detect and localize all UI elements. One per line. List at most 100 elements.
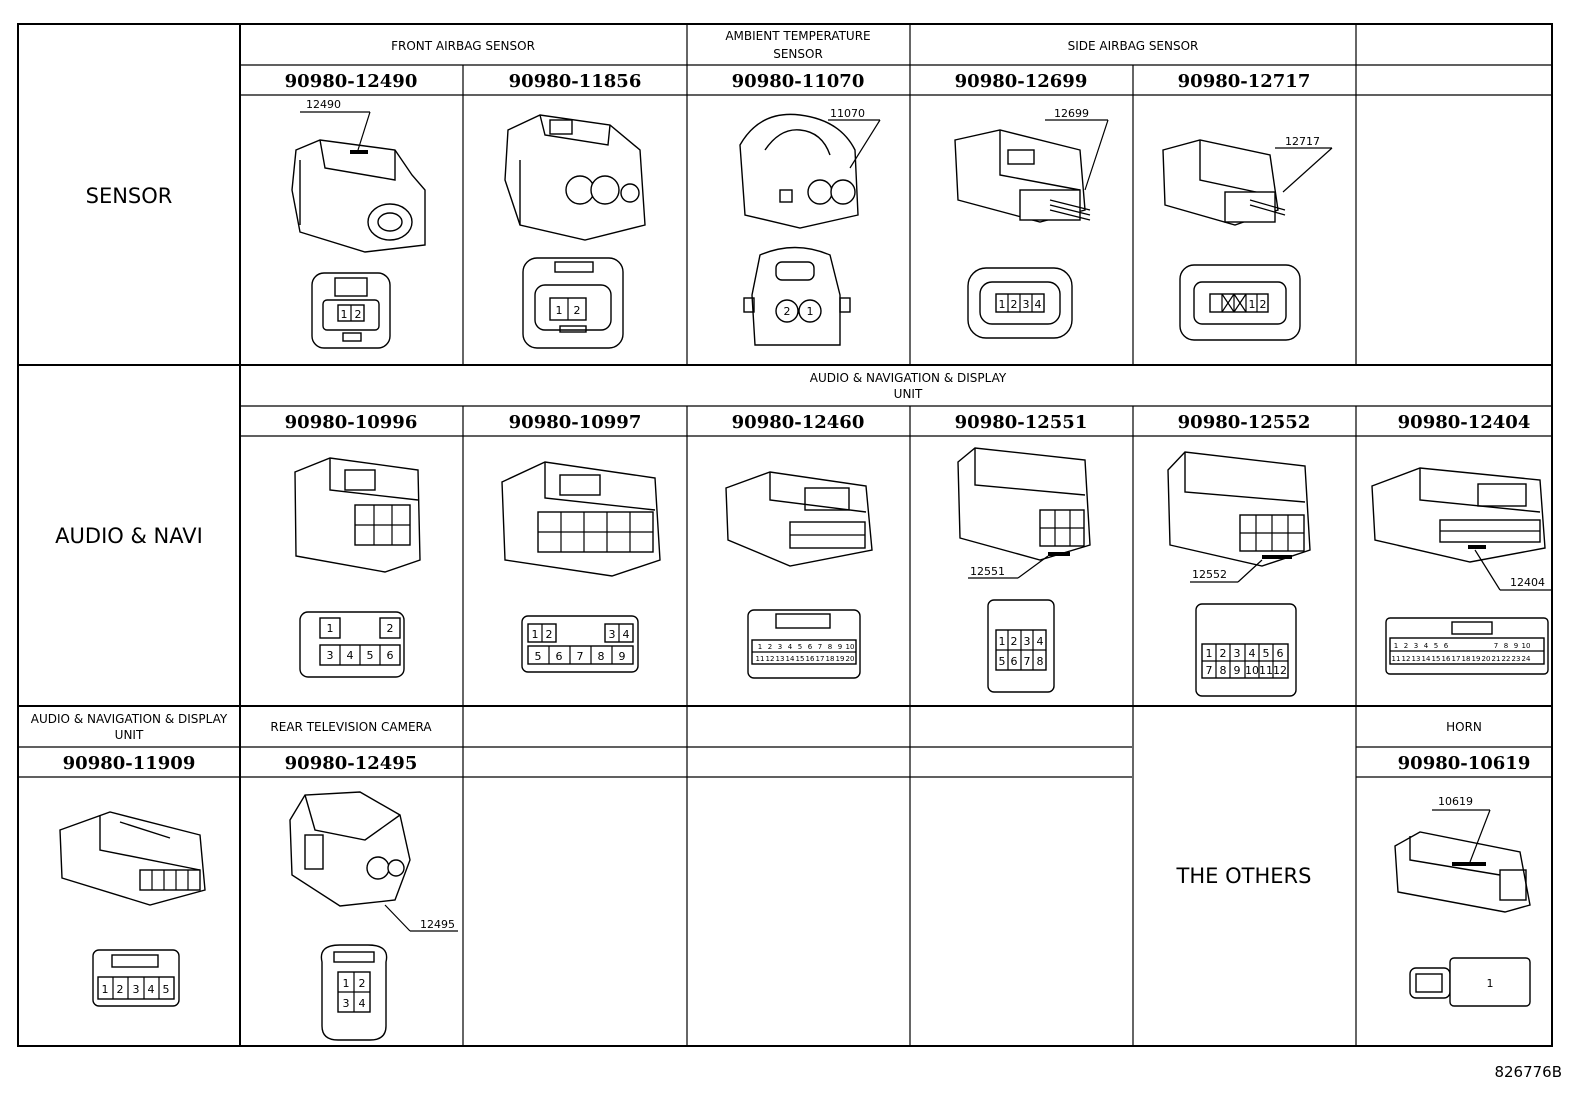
pin-label: 9 xyxy=(838,643,842,651)
part-number: 90980-12404 xyxy=(1398,412,1531,433)
pin-label: 9 xyxy=(1234,664,1241,677)
pin-label: 20 xyxy=(846,655,855,663)
connector-drawing: 12404 1 2 3 4 5 6 7 8 9 10 11 12 13 14 1… xyxy=(1371,467,1552,675)
pin-label: 2 xyxy=(574,304,581,317)
table-grid xyxy=(17,23,1553,1047)
pin-label: 4 xyxy=(1037,635,1044,648)
group-audio-nav-r3-line2: UNIT xyxy=(115,728,144,742)
connector-drawing: 12717 1 2 xyxy=(1162,135,1333,341)
pin-label: 2 xyxy=(546,628,553,641)
pin-label: 24 xyxy=(1522,655,1531,663)
pin-label: 7 xyxy=(1024,655,1031,668)
pin-label: 1 xyxy=(102,983,109,996)
pin-label: 3 xyxy=(1414,642,1418,650)
pin-label: 12 xyxy=(1402,655,1411,663)
group-audio-nav-r3-line1: AUDIO & NAVIGATION & DISPLAY xyxy=(31,712,228,726)
pin-label: 1 xyxy=(1487,977,1494,990)
pin-label: 2 xyxy=(355,308,362,321)
group-audio-nav-line1: AUDIO & NAVIGATION & DISPLAY xyxy=(810,371,1007,385)
pin-label: 15 xyxy=(796,655,805,663)
connector-drawing: 12495 1 2 3 4 xyxy=(289,791,458,1041)
pin-label: 13 xyxy=(776,655,785,663)
pin-label: 1 xyxy=(343,977,350,990)
pin-label: 4 xyxy=(788,643,793,651)
the-others-label: THE OTHERS xyxy=(1176,864,1312,888)
callout-label: 12404 xyxy=(1510,576,1545,589)
group-horn: HORN xyxy=(1446,720,1482,734)
pin-label: 2 xyxy=(784,305,791,318)
part-number: 90980-10997 xyxy=(509,412,642,433)
pin-label: 6 xyxy=(808,643,813,651)
pin-label: 3 xyxy=(1234,647,1241,660)
group-side-airbag-sensor: SIDE AIRBAG SENSOR xyxy=(1068,39,1199,53)
pin-label: 3 xyxy=(1023,298,1030,311)
callout-label: 12699 xyxy=(1054,107,1089,120)
part-number: 90980-12460 xyxy=(732,412,865,433)
pin-label: 16 xyxy=(1442,655,1451,663)
pin-label: 22 xyxy=(1502,655,1511,663)
pin-label: 18 xyxy=(1462,655,1471,663)
group-rear-tv-camera: REAR TELEVISION CAMERA xyxy=(270,720,432,734)
part-number: 90980-12552 xyxy=(1178,412,1311,433)
pin-label: 1 xyxy=(341,308,348,321)
pin-label: 2 xyxy=(1011,635,1018,648)
pin-label: 17 xyxy=(816,655,825,663)
part-number: 90980-12717 xyxy=(1178,71,1311,92)
pin-label: 11 xyxy=(756,655,765,663)
pin-label: 5 xyxy=(798,643,802,651)
pin-label: 10 xyxy=(846,643,855,651)
callout-label: 12552 xyxy=(1192,568,1227,581)
pin-label: 4 xyxy=(347,649,354,662)
pin-label: 12 xyxy=(1273,664,1287,677)
pin-label: 6 xyxy=(556,650,563,663)
part-number: 90980-11070 xyxy=(732,71,865,92)
part-numbers: 90980-12490 90980-11856 90980-11070 9098… xyxy=(63,71,1531,774)
connector-drawing: 1 2 3 4 5 6 xyxy=(294,457,421,678)
callout-label: 10619 xyxy=(1438,795,1473,808)
part-number: 90980-12490 xyxy=(285,71,418,92)
pin-label: 6 xyxy=(1277,647,1284,660)
connector-drawing: 12699 1 2 3 4 xyxy=(954,107,1109,339)
pin-label: 5 xyxy=(999,655,1006,668)
callout-label: 12495 xyxy=(420,918,455,931)
row-label-audio-navi: AUDIO & NAVI xyxy=(55,524,203,548)
pin-label: 9 xyxy=(1514,642,1518,650)
pin-label: 4 xyxy=(148,983,155,996)
pin-label: 17 xyxy=(1452,655,1461,663)
pin-label: 7 xyxy=(1494,642,1498,650)
pin-label: 5 xyxy=(535,650,542,663)
group-front-airbag-sensor: FRONT AIRBAG SENSOR xyxy=(391,39,535,53)
pin-label: 18 xyxy=(826,655,835,663)
pin-label: 2 xyxy=(1404,642,1408,650)
pin-label: 2 xyxy=(117,983,124,996)
pin-label: 19 xyxy=(1472,655,1481,663)
pin-label: 8 xyxy=(1037,655,1044,668)
pin-label: 2 xyxy=(1260,298,1267,311)
callout-label: 12551 xyxy=(970,565,1005,578)
pin-label: 5 xyxy=(1263,647,1270,660)
pin-label: 11 xyxy=(1259,664,1273,677)
pin-label: 14 xyxy=(1422,655,1431,663)
pin-label: 20 xyxy=(1482,655,1491,663)
pin-label: 1 xyxy=(327,622,334,635)
pin-label: 5 xyxy=(1434,642,1438,650)
pin-label: 5 xyxy=(163,983,170,996)
pin-label: 7 xyxy=(818,643,822,651)
pin-label: 3 xyxy=(1024,635,1031,648)
pin-label: 13 xyxy=(1412,655,1421,663)
part-number: 90980-11909 xyxy=(63,753,196,774)
pin-label: 1 xyxy=(1249,298,1256,311)
connector-drawing: 11070 2 1 xyxy=(739,107,881,346)
pin-label: 9 xyxy=(619,650,626,663)
pin-label: 4 xyxy=(623,628,630,641)
pin-label: 1 xyxy=(758,643,762,651)
connector-drawing: 1 2 3 4 5 6 7 8 9 xyxy=(501,461,661,673)
pin-label: 3 xyxy=(343,997,350,1010)
pin-label: 6 xyxy=(1444,642,1449,650)
pin-label: 3 xyxy=(133,983,140,996)
group-ambient-temp-line1: AMBIENT TEMPERATURE xyxy=(725,29,870,43)
pin-label: 6 xyxy=(1011,655,1018,668)
pin-label: 4 xyxy=(1424,642,1429,650)
connector-drawing: 1 2 3 4 5 xyxy=(59,811,206,1007)
